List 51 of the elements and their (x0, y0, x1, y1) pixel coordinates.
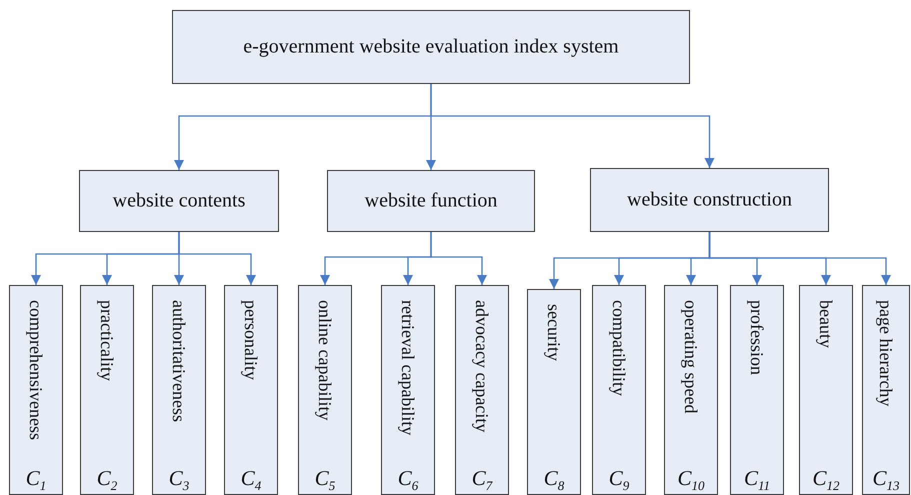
indicator-name: practicality (98, 300, 116, 381)
indicator-code: C$_{2}$ (96, 466, 118, 490)
indicator-box (664, 285, 718, 495)
indicator-name: page hierarchy (877, 300, 895, 406)
box-title: website construction (627, 188, 792, 212)
indicator-code: C$_{11}$ (744, 466, 770, 490)
indicator-name: security (545, 304, 563, 361)
indicator-name: personality (242, 300, 260, 380)
indicator-code: C$_{8}$ (544, 466, 564, 490)
indicator-code: C$_{13}$ (872, 466, 900, 490)
indicator-code: C$_{9}$ (608, 466, 630, 490)
connector-arrow (708, 232, 891, 285)
box-title: website function (364, 190, 498, 212)
indicator-name: profession (748, 300, 766, 375)
indicator-box (527, 289, 581, 495)
indicator-box (455, 285, 509, 495)
indicator-box (9, 285, 63, 495)
indicator-name: comprehensiveness (27, 300, 45, 440)
indicator-box (152, 285, 206, 495)
indicator-name: advocacy capacity (473, 300, 491, 432)
indicator-code: C$_{10}$ (677, 466, 704, 490)
indicator-code: C$_{1}$ (26, 466, 46, 490)
indicator-name: retrieval capability (399, 300, 417, 436)
category-box (172, 10, 690, 84)
indicator-box (298, 285, 352, 495)
indicator-code: C$_{5}$ (314, 466, 336, 490)
indicator-code: C$_{12}$ (812, 466, 840, 490)
indicator-box (224, 285, 278, 495)
indicator-name: compatibility (610, 300, 628, 396)
indicator-name: beauty (817, 300, 835, 348)
indicator-name: authoritativeness (170, 300, 188, 422)
indicator-code: C$_{7}$ (472, 466, 492, 490)
category-box (79, 170, 279, 232)
indicator-code: C$_{6}$ (398, 466, 418, 490)
box-title: e-government website evaluation index system (243, 36, 619, 58)
indicator-box (80, 285, 134, 495)
connector-arrow (430, 232, 487, 285)
indicator-box (730, 285, 784, 495)
box-title: website contents (112, 190, 246, 212)
category-box (590, 168, 829, 232)
category-box (327, 170, 535, 232)
indicator-code: C$_{3}$ (168, 466, 190, 490)
indicator-code: C$_{4}$ (240, 466, 262, 490)
indicator-box (799, 285, 853, 495)
connector-arrow (430, 84, 714, 168)
indicator-name: online capability (316, 300, 334, 420)
connector-arrow (178, 232, 256, 285)
indicator-name: operating speed (682, 300, 700, 414)
indicator-box (592, 285, 646, 495)
indicator-box (381, 285, 435, 495)
indicator-box (862, 285, 910, 495)
